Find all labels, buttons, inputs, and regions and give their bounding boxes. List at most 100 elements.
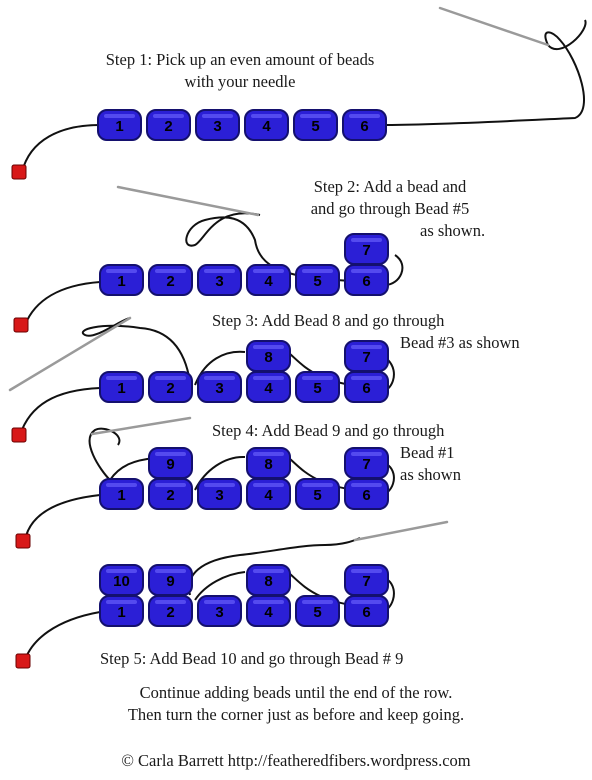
bead-number: 1 [117,604,125,621]
bead-2: 2 [148,264,193,296]
bead-6: 6 [344,371,389,403]
bead-number: 5 [313,273,321,290]
bead-number: 2 [164,118,172,135]
needle-step2 [116,185,260,217]
bead-3: 3 [195,109,240,141]
bead-number: 7 [362,349,370,366]
bead-rows: 1 2 3 4 5 6 1 2 3 4 5 6 7 1 2 3 4 5 6 8 7 1 2 3 4 5 6 9 8 7 1 2 3 4 5 6 10 9 8… [97,109,389,627]
bead-3: 3 [197,595,242,627]
bead-number: 8 [264,349,272,366]
stopper-step4 [15,533,31,549]
bead-number: 6 [362,604,370,621]
bead-1: 1 [99,264,144,296]
bead-number: 5 [313,604,321,621]
bead-9: 9 [148,447,193,479]
bead-2: 2 [148,595,193,627]
bead-number: 5 [313,380,321,397]
needles [8,6,550,542]
thread-tail-step1 [21,124,101,173]
bead-5: 5 [295,264,340,296]
bead-2: 2 [148,371,193,403]
bead-number: 2 [166,380,174,397]
stopper-step2 [13,317,29,333]
bead-number: 4 [264,487,273,504]
bead-7: 7 [344,564,389,596]
bead-number: 3 [215,273,223,290]
bead-number: 1 [115,118,123,135]
bead-5: 5 [293,109,338,141]
bead-8: 8 [246,564,291,596]
bead-4: 4 [244,109,289,141]
bead-number: 9 [166,456,174,473]
bead-number: 4 [264,380,273,397]
bead-number: 2 [166,487,174,504]
bead-4: 4 [246,264,291,296]
bead-1: 1 [99,595,144,627]
bead-number: 3 [215,604,223,621]
stopper-step5 [15,653,31,669]
needle-step3 [8,316,132,392]
bead-5: 5 [295,478,340,510]
bead-5: 5 [295,595,340,627]
step2-line3: as shown. [420,221,486,240]
bead-number: 1 [117,380,125,397]
bead-5: 5 [295,371,340,403]
bead-number: 6 [362,273,370,290]
bead-number: 5 [313,487,321,504]
bead-2: 2 [146,109,191,141]
thread-step1 [379,19,587,126]
step1-line1: Step 1: Pick up an even amount of beads [105,50,375,69]
thread-tail-step3 [19,387,101,436]
step4-line3: as shown [400,465,461,484]
step1-line2: with your needle [184,72,296,91]
step3-line2: Bead #3 as shown [400,333,520,352]
bead-7: 7 [344,447,389,479]
footer-line2: Then turn the corner just as before and … [127,705,465,724]
bead-number: 10 [113,573,130,590]
bead-number: 4 [262,118,271,135]
bead-6: 6 [344,595,389,627]
bead-3: 3 [197,371,242,403]
bead-number: 6 [362,380,370,397]
step4-line1: Step 4: Add Bead 9 and go through [212,421,445,440]
bead-number: 6 [360,118,368,135]
stopper-step1 [11,164,27,180]
bead-7: 7 [344,340,389,372]
bead-number: 7 [362,456,370,473]
step5-text: Step 5: Add Bead 10 and go through Bead … [100,649,404,668]
bead-4: 4 [246,595,291,627]
needle-step1 [438,6,550,47]
bead-6: 6 [344,478,389,510]
bead-number: 4 [264,604,273,621]
bead-number: 8 [264,456,272,473]
stopper-beads [11,164,31,669]
bead-3: 3 [197,264,242,296]
needle-step4 [90,416,192,436]
needle-step5 [353,520,449,542]
bead-number: 9 [166,573,174,590]
footer-line1: Continue adding beads until the end of t… [139,683,453,702]
bead-8: 8 [246,447,291,479]
thread-tail-step5 [24,611,101,661]
bead-7: 7 [344,233,389,265]
bead-number: 3 [215,487,223,504]
bead-number: 6 [362,487,370,504]
bead-8: 8 [246,340,291,372]
bead-4: 4 [246,478,291,510]
bead-number: 3 [213,118,221,135]
bead-1: 1 [99,371,144,403]
stopper-step3 [11,427,27,443]
bead-number: 2 [166,273,174,290]
step2-line1: Step 2: Add a bead and [313,177,467,196]
bead-10: 10 [99,564,144,596]
bead-3: 3 [197,478,242,510]
bead-1: 1 [99,478,144,510]
thread-step4 [88,427,395,496]
bead-2: 2 [148,478,193,510]
bead-6: 6 [344,264,389,296]
bead-6: 6 [342,109,387,141]
copyright-credit: © Carla Barrett http://featheredfibers.w… [121,751,471,770]
bead-number: 7 [362,242,370,259]
bead-number: 2 [166,604,174,621]
